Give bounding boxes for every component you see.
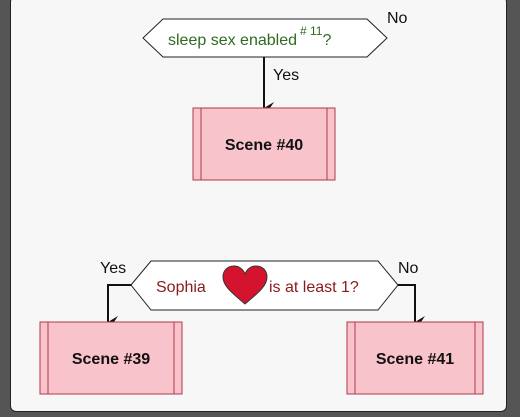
condition-sophia: Sophia is at least 1?: [130, 260, 399, 311]
yes-arrow-2: [107, 284, 131, 328]
svg-text:sleep sex enabled# 11?: sleep sex enabled# 11?: [168, 24, 331, 49]
condition-1-text: sleep sex enabled: [168, 32, 297, 49]
scene-39-label: Scene #39: [72, 351, 150, 368]
heart-icon: [222, 265, 268, 305]
condition-1-ref: # 11: [300, 24, 323, 38]
scene-41-node[interactable]: Scene #41: [346, 321, 484, 395]
condition-2-yes-label: Yes: [100, 260, 126, 277]
condition-1-suffix: ?: [322, 32, 331, 49]
scene-39-node[interactable]: Scene #39: [39, 321, 183, 395]
condition-1-no-label: No: [387, 10, 408, 27]
condition-2-suffix: is at least 1?: [269, 279, 359, 296]
condition-sleep-sex: sleep sex enabled# 11?: [142, 18, 388, 58]
condition-1-yes-label: Yes: [273, 67, 299, 84]
no-arrow-2: [398, 284, 425, 328]
scene-41-label: Scene #41: [376, 351, 454, 368]
condition-2-no-label: No: [398, 260, 419, 277]
scene-40-label: Scene #40: [225, 137, 303, 154]
scene-40-node[interactable]: Scene #40: [192, 107, 336, 181]
condition-2-prefix: Sophia: [156, 279, 206, 296]
